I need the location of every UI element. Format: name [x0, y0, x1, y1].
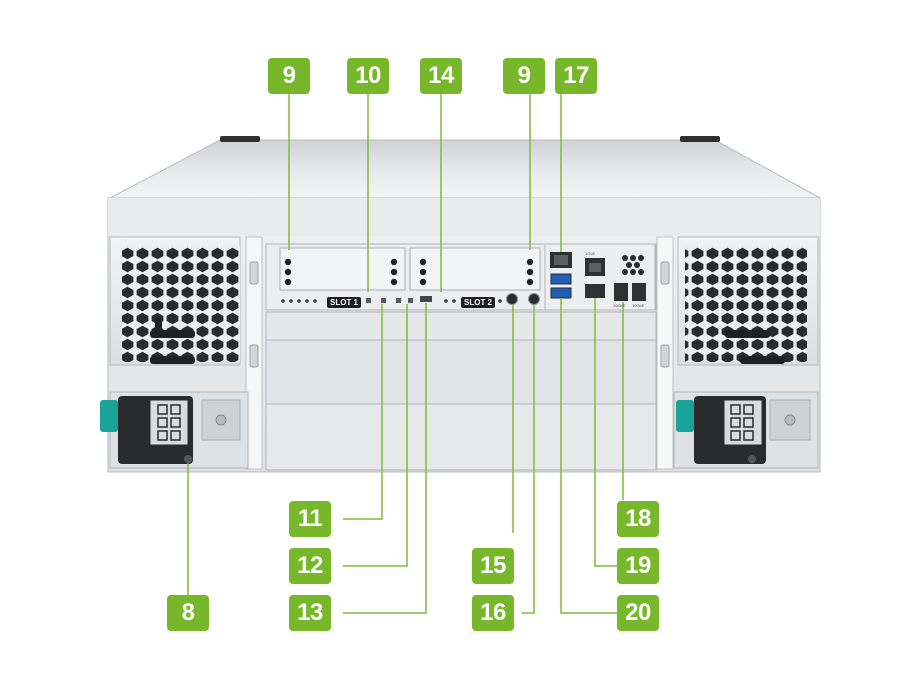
vent-dot-strip [281, 299, 502, 303]
sfp-port-1 [614, 283, 628, 301]
callout-15: 15 [472, 548, 514, 584]
slot1-label: SLOT 1 [327, 297, 362, 308]
sfp2-port-label: 10GbE [632, 303, 645, 308]
mgmt-port-label: 1GbE [585, 251, 596, 256]
usb-port-1 [550, 273, 572, 285]
pcie-bracket-slot2 [409, 247, 541, 291]
usb-port-2 [550, 287, 572, 299]
sfp1-port-label: 10GbE [613, 303, 626, 308]
slot2-label: SLOT 2 [461, 297, 496, 308]
callout-9-left: 9 [268, 58, 310, 94]
callout-20: 20 [617, 595, 659, 631]
reset-button [528, 293, 540, 305]
callout-18: 18 [617, 501, 659, 537]
callout-8: 8 [167, 595, 209, 631]
chassis-top [109, 139, 821, 199]
callout-13: 13 [289, 595, 331, 631]
callout-16: 16 [472, 595, 514, 631]
power-button [506, 293, 518, 305]
left-psu-latch [100, 400, 118, 432]
callout-10: 10 [347, 58, 389, 94]
callout-12: 12 [289, 548, 331, 584]
sfp-port-2 [632, 283, 646, 301]
callout-11: 11 [289, 501, 331, 537]
callout-14: 14 [420, 58, 462, 94]
callout-9-right: 9 [503, 58, 545, 94]
leader-lines [187, 94, 624, 614]
callout-19: 19 [617, 548, 659, 584]
callout-17: 17 [555, 58, 597, 94]
right-psu-latch [676, 400, 694, 432]
pcie-bracket-slot1 [279, 247, 406, 291]
